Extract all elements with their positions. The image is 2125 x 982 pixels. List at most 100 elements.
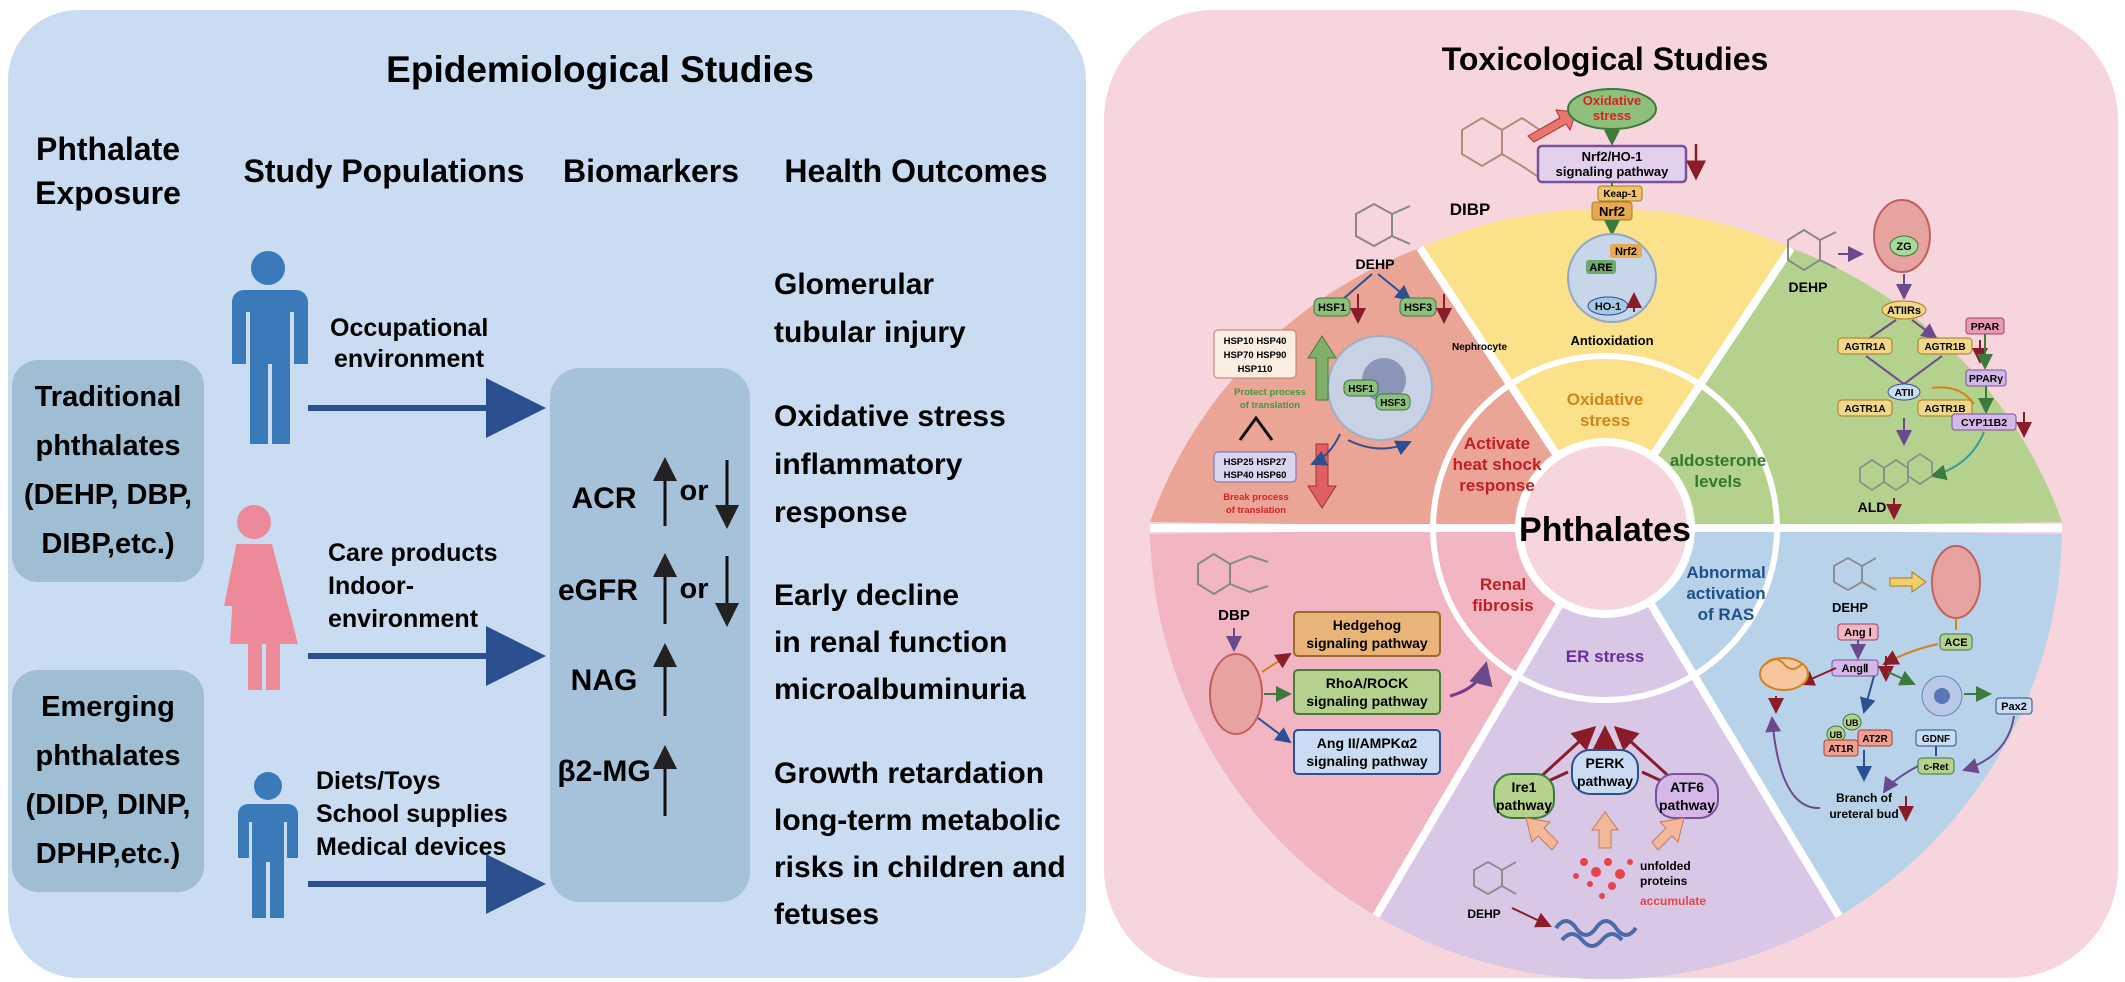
hsf3-cell-label: HSF3: [1380, 398, 1406, 409]
atiirs-ellipse: [1881, 300, 1927, 320]
outcome4-line4: fetuses: [774, 898, 879, 931]
biomarker-egfr: eGFR: [558, 574, 638, 607]
agtr1a-box-bottom: [1837, 399, 1893, 417]
traditional-line1: Traditional: [35, 381, 182, 413]
at1r-label: AT1R: [1828, 744, 1854, 755]
agtr1a-box-top: [1837, 337, 1893, 355]
outcome3-line3: microalbuminuria: [774, 673, 1026, 706]
inner-ras-line3: of RAS: [1698, 605, 1755, 624]
header-exposure-line2: Exposure: [35, 175, 181, 211]
cret-label: c-Ret: [1923, 762, 1949, 773]
traditional-phthalates-box: [12, 360, 204, 582]
outcome1-line2: tubular injury: [774, 316, 966, 349]
ire1-line1: Ire1: [1512, 779, 1537, 795]
atii-label: ATII: [1894, 387, 1913, 399]
pax2-box: [1995, 697, 2033, 715]
hsf1-cell-label: HSF1: [1348, 384, 1374, 395]
branch-line2: ureteral bud: [1829, 807, 1898, 821]
dibp-label: DIBP: [1450, 200, 1491, 219]
zg-label: ZG: [1896, 241, 1911, 253]
break-line2: of translation: [1226, 505, 1286, 516]
oxidative-stress-line1: Oxidative: [1583, 93, 1642, 108]
hsf3-box: [1399, 297, 1437, 317]
fibrosis-panel: DBP Hedgehog signaling pathway RhoA/ROCK…: [1197, 552, 1493, 775]
diets-line2: School supplies: [316, 800, 508, 828]
hsf1-cell-box: [1343, 379, 1379, 397]
ras-panel: DEHP Ang Ⅰ ACE AngⅡ UB: [1759, 545, 2033, 822]
occupational-line2: environment: [334, 345, 485, 373]
inner-fibrosis-line1: Renal: [1480, 575, 1526, 594]
antioxidation-label: Antioxidation: [1570, 333, 1653, 348]
traditional-line2: phthalates: [35, 430, 180, 462]
dbp-structure-icon: [1197, 552, 1269, 596]
accumulate-label: accumulate: [1640, 894, 1706, 908]
outcome2-line2: inflammatory: [774, 448, 963, 481]
ho1-label: HO-1: [1595, 301, 1621, 313]
emerging-phthalates-box: [12, 670, 204, 892]
biomarker-trend-arrows: [653, 457, 739, 816]
header-exposure-line1: Phthalate: [36, 131, 180, 167]
at2r-label: AT2R: [1862, 734, 1888, 745]
atf6-box: [1655, 773, 1719, 819]
hsp-down-box: [1213, 451, 1297, 483]
emerging-line4: DPHP,etc.): [36, 838, 181, 870]
dehp-structure-icon-heat: [1355, 202, 1411, 248]
toxicology-panel: Toxicological Studies Phthalates: [1104, 10, 2118, 980]
protect-line1: Protect process: [1234, 387, 1306, 398]
nrf2-nucleus-label: Nrf2: [1615, 246, 1637, 258]
ppar-label: PPAR: [1971, 321, 2000, 333]
inner-aldosterone-line2: levels: [1694, 472, 1741, 491]
kidney-icon-fibrosis: [1209, 653, 1263, 735]
glomerulus-icon: [1759, 657, 1809, 691]
hsf3-cell-box: [1375, 393, 1411, 411]
oxidative-stress-line2: stress: [1593, 108, 1631, 123]
steroid-structure-icon: [1859, 453, 1933, 491]
hsp-up-box: [1213, 329, 1297, 379]
unfolded-protein-dots: [1573, 858, 1633, 899]
diets-line3: Medical devices: [316, 833, 506, 861]
ang1-label: Ang Ⅰ: [1844, 627, 1872, 639]
sector-oxidative: [1420, 208, 1791, 528]
inner-heat-line3: response: [1459, 476, 1535, 495]
care-line3: environment: [328, 605, 479, 633]
branch-line1: Branch of: [1836, 791, 1893, 805]
at1r-box: [1823, 739, 1859, 757]
break-line1: Break process: [1223, 492, 1288, 503]
kidney-icon-ras: [1931, 545, 1981, 619]
inner-heat-line2: heat shock: [1453, 455, 1542, 474]
agtr1b-top-label: AGTR1B: [1924, 342, 1965, 353]
hsp-up-line2: HSP70 HSP90: [1224, 350, 1287, 361]
toxicology-title: Toxicological Studies: [1442, 41, 1769, 77]
dehp-label-er: DEHP: [1467, 907, 1500, 921]
gdnf-label: GDNF: [1922, 734, 1950, 745]
outcome1-line1: Glomerular: [774, 268, 934, 301]
pax2-label: Pax2: [2001, 701, 2027, 713]
outcome2-line1: Oxidative stress: [774, 400, 1006, 433]
traditional-line4: DIBP,etc.): [41, 528, 174, 560]
inner-ras-line2: activation: [1686, 584, 1765, 603]
sector-fibrosis: [1150, 528, 1605, 916]
atf6-line2: pathway: [1659, 797, 1715, 813]
header-study-populations: Study Populations: [244, 153, 525, 189]
dibp-arrow: [1527, 109, 1577, 143]
inner-ras-line1: Abnormal: [1686, 563, 1765, 582]
inner-heat-line1: Activate: [1464, 434, 1530, 453]
are-box: [1586, 260, 1616, 274]
hsp-up-line1: HSP10 HSP40: [1224, 336, 1287, 347]
biomarker-acr: ACR: [572, 482, 637, 515]
atf6-line1: ATF6: [1670, 779, 1704, 795]
center-label: Phthalates: [1519, 511, 1691, 549]
inner-aldosterone-line1: aldosterone: [1670, 451, 1766, 470]
outcome4-line2: long-term metabolic: [774, 804, 1061, 837]
header-biomarkers: Biomarkers: [563, 153, 739, 189]
are-label: ARE: [1589, 262, 1612, 274]
egfr-or: or: [680, 573, 709, 605]
at2r-box: [1857, 729, 1893, 747]
outcome4-line3: risks in children and: [774, 851, 1066, 884]
inner-oxidative-line1: Oxidative: [1567, 390, 1644, 409]
angii-line2: signaling pathway: [1306, 753, 1428, 769]
agtr1a-top-label: AGTR1A: [1844, 342, 1885, 353]
dehp-structure-icon-ald: [1787, 228, 1837, 272]
agtr1b-bottom-label: AGTR1B: [1924, 404, 1965, 415]
